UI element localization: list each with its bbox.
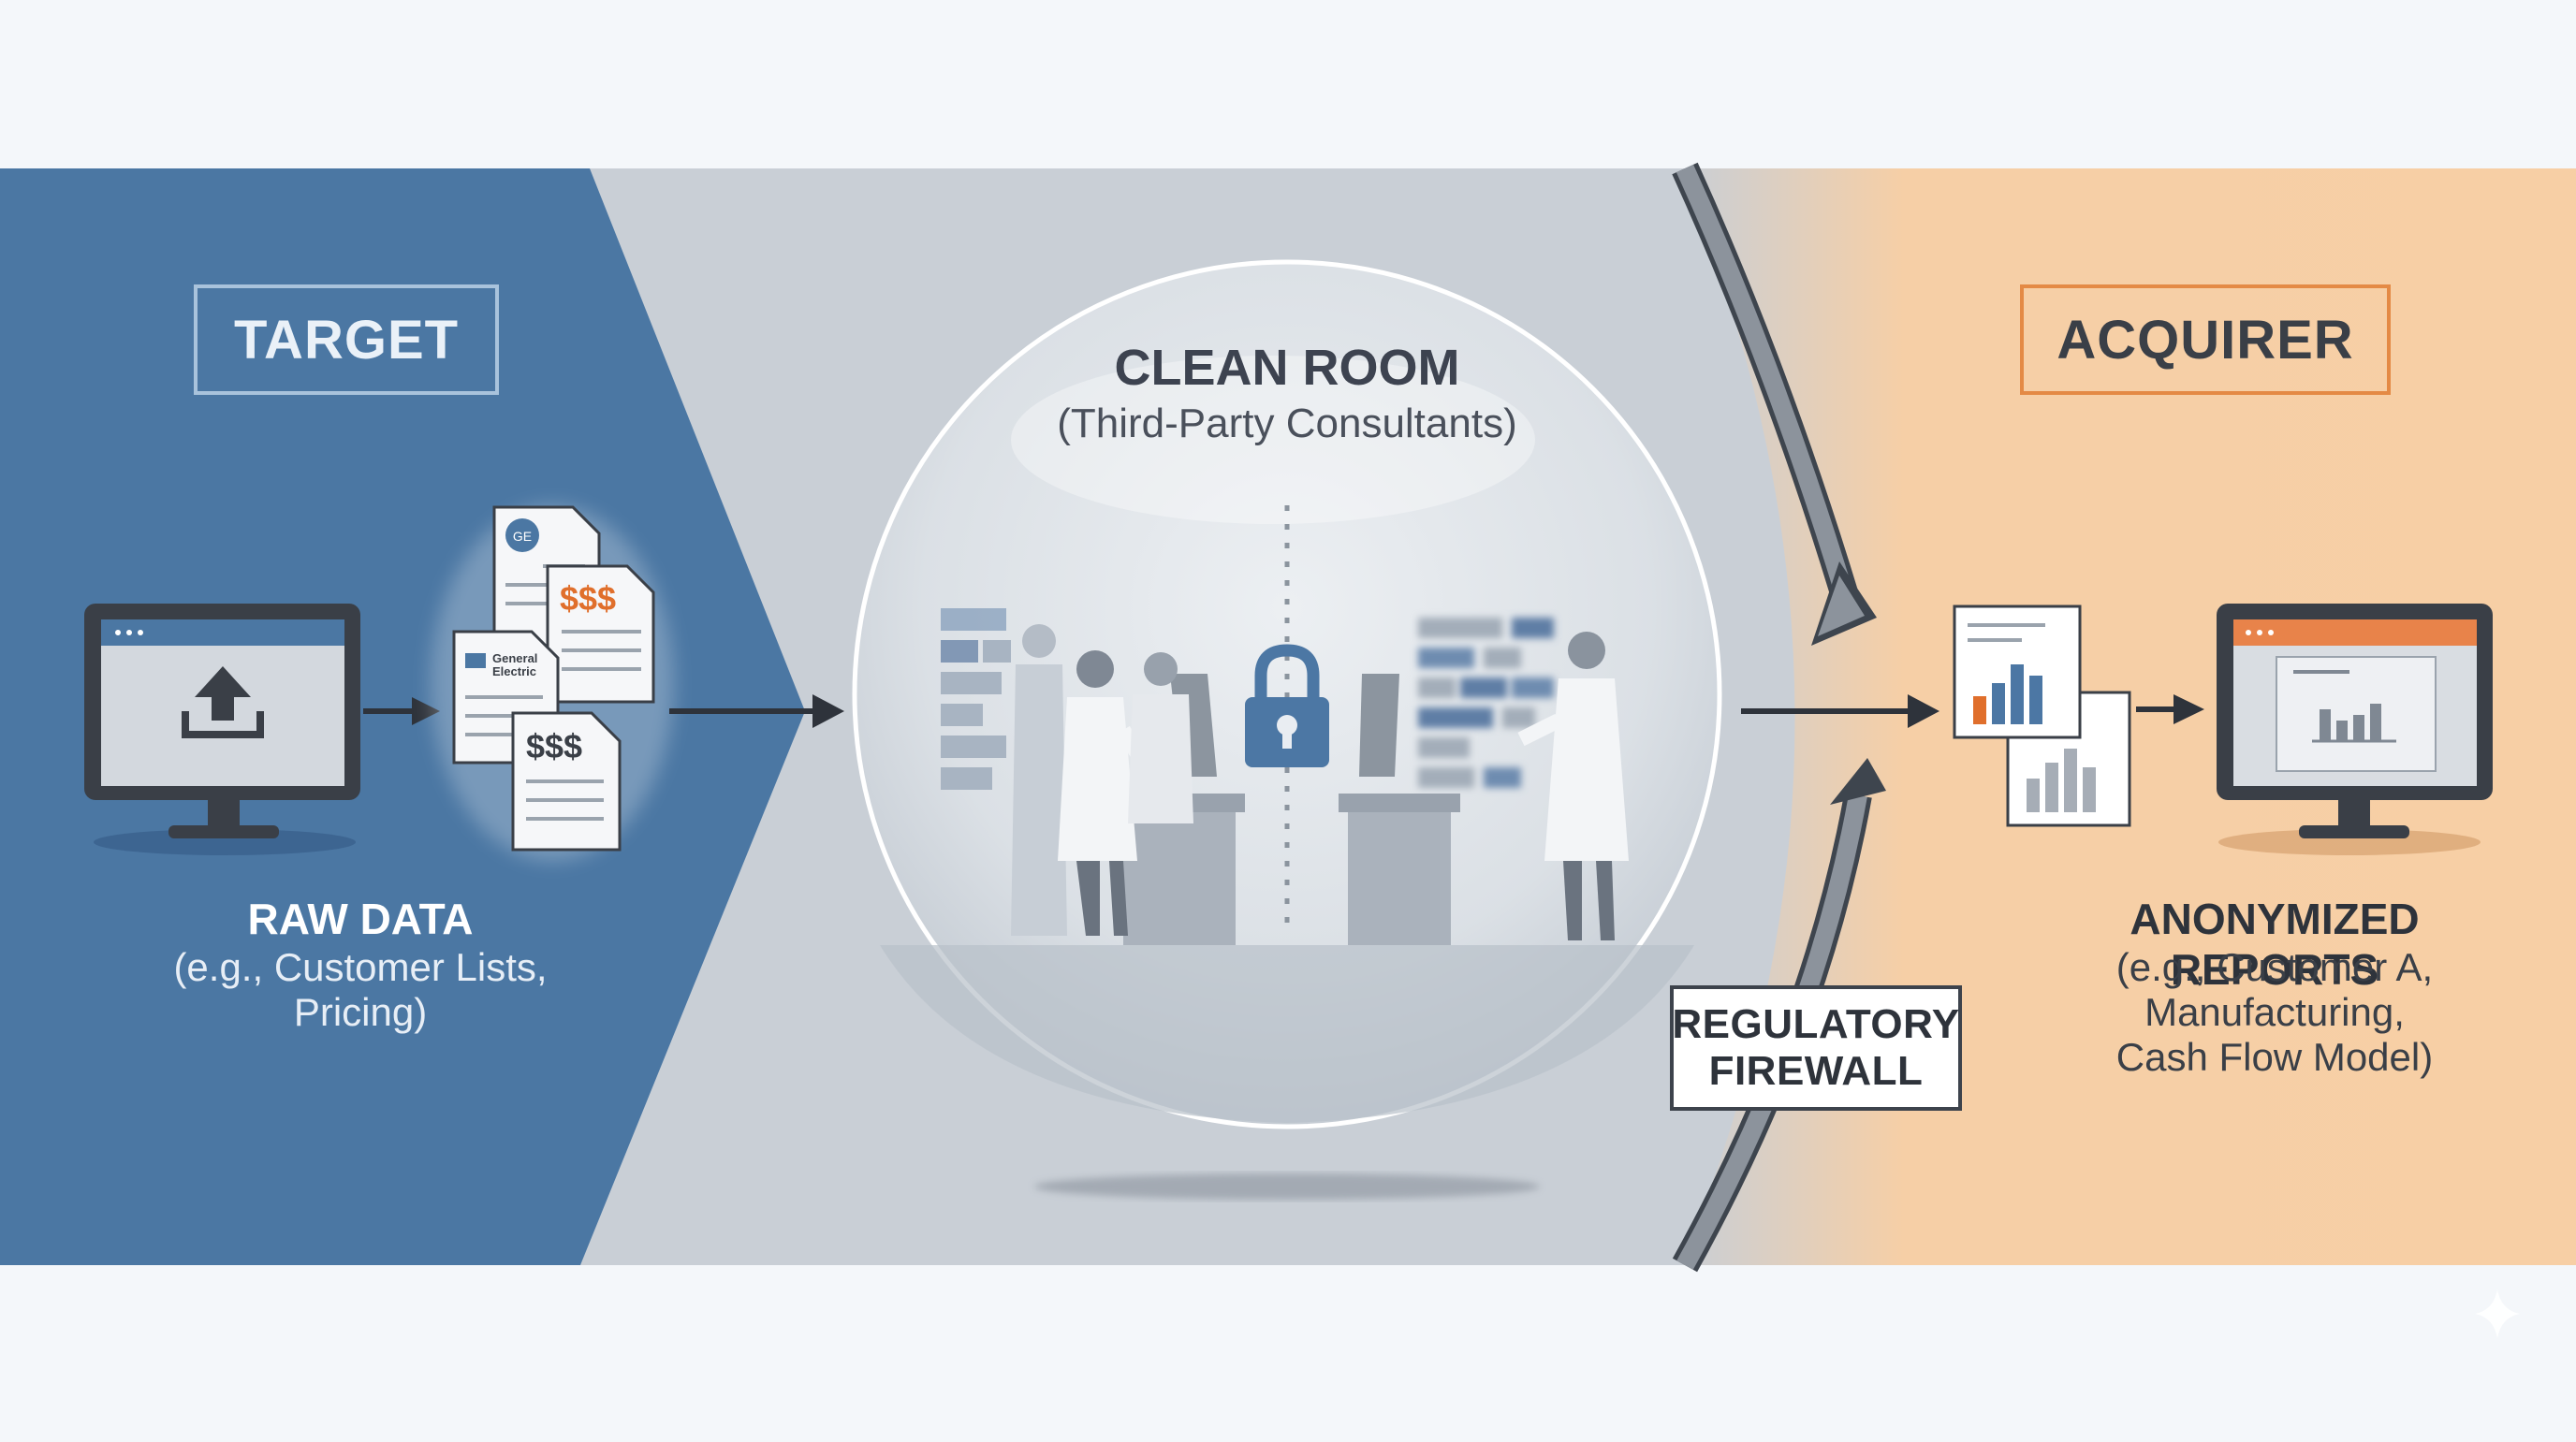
firewall-line: FIREWALL: [1708, 1048, 1924, 1094]
regulatory-firewall-label: REGULATORY FIREWALL: [1670, 985, 1962, 1111]
target-band: [0, 168, 805, 1265]
raw-data-line: (e.g., Customer Lists,: [173, 945, 548, 989]
svg-text:GE: GE: [513, 529, 532, 544]
acquirer-label: ACQUIRER: [2020, 284, 2391, 395]
band-top: [0, 0, 2576, 168]
bubble-shadow: [1034, 1173, 1540, 1200]
raw-data-title: RAW DATA: [247, 895, 474, 943]
arrow-clean-room-to-reports: [1741, 694, 1939, 728]
money-doc-text: $$$: [526, 727, 582, 765]
target-label: TARGET: [194, 284, 499, 395]
arrow-monitor-to-docs: [363, 697, 440, 725]
anonymized-reports-line: Cash Flow Model): [2115, 1035, 2434, 1079]
upload-monitor-icon: [84, 604, 360, 855]
anonymized-reports-title: ANONYMIZED REPORTS: [2130, 895, 2420, 994]
dashboard-monitor-icon: [2217, 604, 2493, 855]
band-bottom: [0, 1265, 2576, 1437]
arrow-reports-to-monitor: [2136, 694, 2204, 724]
svg-text:General: General: [492, 651, 537, 665]
scientist-icon: [1517, 632, 1629, 940]
raw-data-line: Pricing): [293, 990, 428, 1034]
document-stack-icon: GE $$$ General Electric $$$: [431, 505, 674, 861]
anonymized-reports-line: (e.g., Customer A,: [2115, 945, 2434, 989]
bubble-highlight: [1011, 356, 1535, 524]
anonymized-reports-line: Manufacturing,: [2144, 990, 2405, 1034]
clean-room-subtitle: (Third-Party Consultants): [1057, 401, 1517, 446]
sparkle-icon: [2475, 1289, 2520, 1338]
arrow-docs-to-clean-room: [669, 694, 844, 728]
report-chart-icon: [1953, 604, 2131, 827]
clean-room-scene: [880, 505, 1694, 1123]
money-doc-text: $$$: [560, 579, 616, 618]
clean-room-title: CLEAN ROOM: [1114, 340, 1460, 396]
firewall-line: REGULATORY: [1672, 1001, 1960, 1047]
scientist-icon: [1011, 624, 1193, 936]
svg-text:Electric: Electric: [492, 664, 536, 678]
lock-icon: [1245, 644, 1329, 767]
